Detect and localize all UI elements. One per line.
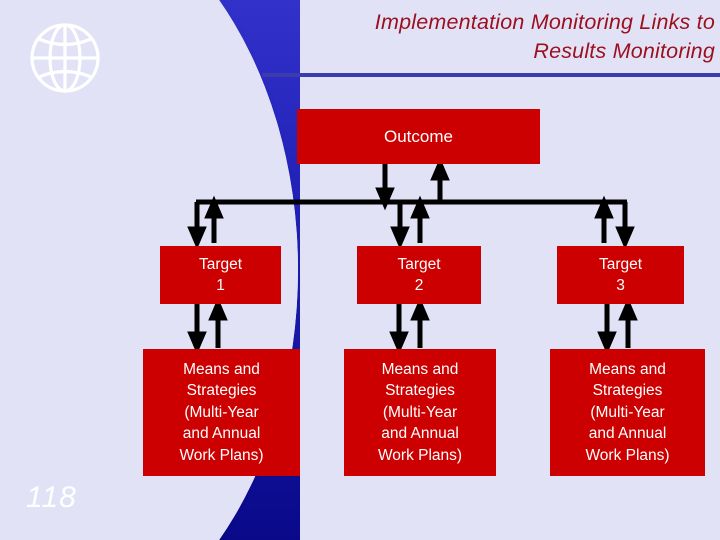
node-means-2[interactable]: Means and Strategies (Multi-Year and Ann… (344, 349, 496, 476)
node-means-2-line-2: Strategies (385, 382, 455, 400)
node-means-3-label: Means and Strategies (Multi-Year and Ann… (585, 359, 669, 467)
node-means-1-line-2: Strategies (186, 382, 257, 400)
node-target-3[interactable]: Target 3 (557, 246, 684, 304)
node-target-3-line-1: Target (598, 256, 643, 273)
node-means-3-line-3: (Multi-Year (590, 403, 665, 421)
node-means-2-line-3: (Multi-Year (382, 403, 458, 421)
node-target-2[interactable]: Target 2 (357, 246, 481, 304)
node-target-1-label: Target 1 (199, 254, 242, 296)
title-line-1: Implementation Monitoring Links to (374, 10, 715, 34)
node-means-1[interactable]: Means and Strategies (Multi-Year and Ann… (143, 349, 300, 476)
node-means-2-line-4: and Annual (381, 425, 459, 443)
page-title: Implementation Monitoring Links to Resul… (255, 8, 715, 66)
node-means-1-line-4: and Annual (182, 425, 261, 443)
node-means-1-line-5: Work Plans) (179, 446, 264, 464)
node-target-2-line-2: 2 (414, 277, 424, 294)
title-divider (262, 73, 720, 77)
node-means-1-line-1: Means and (183, 360, 260, 378)
node-outcome[interactable]: Outcome (297, 109, 540, 164)
node-outcome-label: Outcome (384, 127, 453, 146)
node-means-3-line-1: Means and (589, 360, 666, 378)
node-means-2-line-5: Work Plans) (377, 446, 463, 464)
slide-number: 118 (26, 481, 77, 514)
node-means-3-line-2: Strategies (592, 382, 663, 400)
node-target-3-label: Target 3 (599, 254, 642, 296)
node-means-3-line-4: and Annual (588, 425, 667, 443)
node-target-1-line-1: Target (198, 256, 243, 273)
node-target-1-line-2: 1 (216, 277, 225, 294)
node-means-3-line-5: Work Plans) (585, 446, 670, 464)
node-means-1-line-3: (Multi-Year (184, 403, 259, 421)
node-target-2-label: Target 2 (397, 254, 440, 296)
node-target-3-line-2: 3 (616, 277, 625, 294)
node-target-1[interactable]: Target 1 (160, 246, 281, 304)
title-line-2: Results Monitoring (533, 39, 715, 63)
globe-icon (25, 18, 105, 98)
node-means-2-label: Means and Strategies (Multi-Year and Ann… (378, 359, 462, 467)
node-means-1-label: Means and Strategies (Multi-Year and Ann… (179, 359, 263, 467)
node-target-2-line-1: Target (397, 256, 441, 273)
node-means-3[interactable]: Means and Strategies (Multi-Year and Ann… (550, 349, 705, 476)
node-means-2-line-1: Means and (381, 360, 459, 378)
